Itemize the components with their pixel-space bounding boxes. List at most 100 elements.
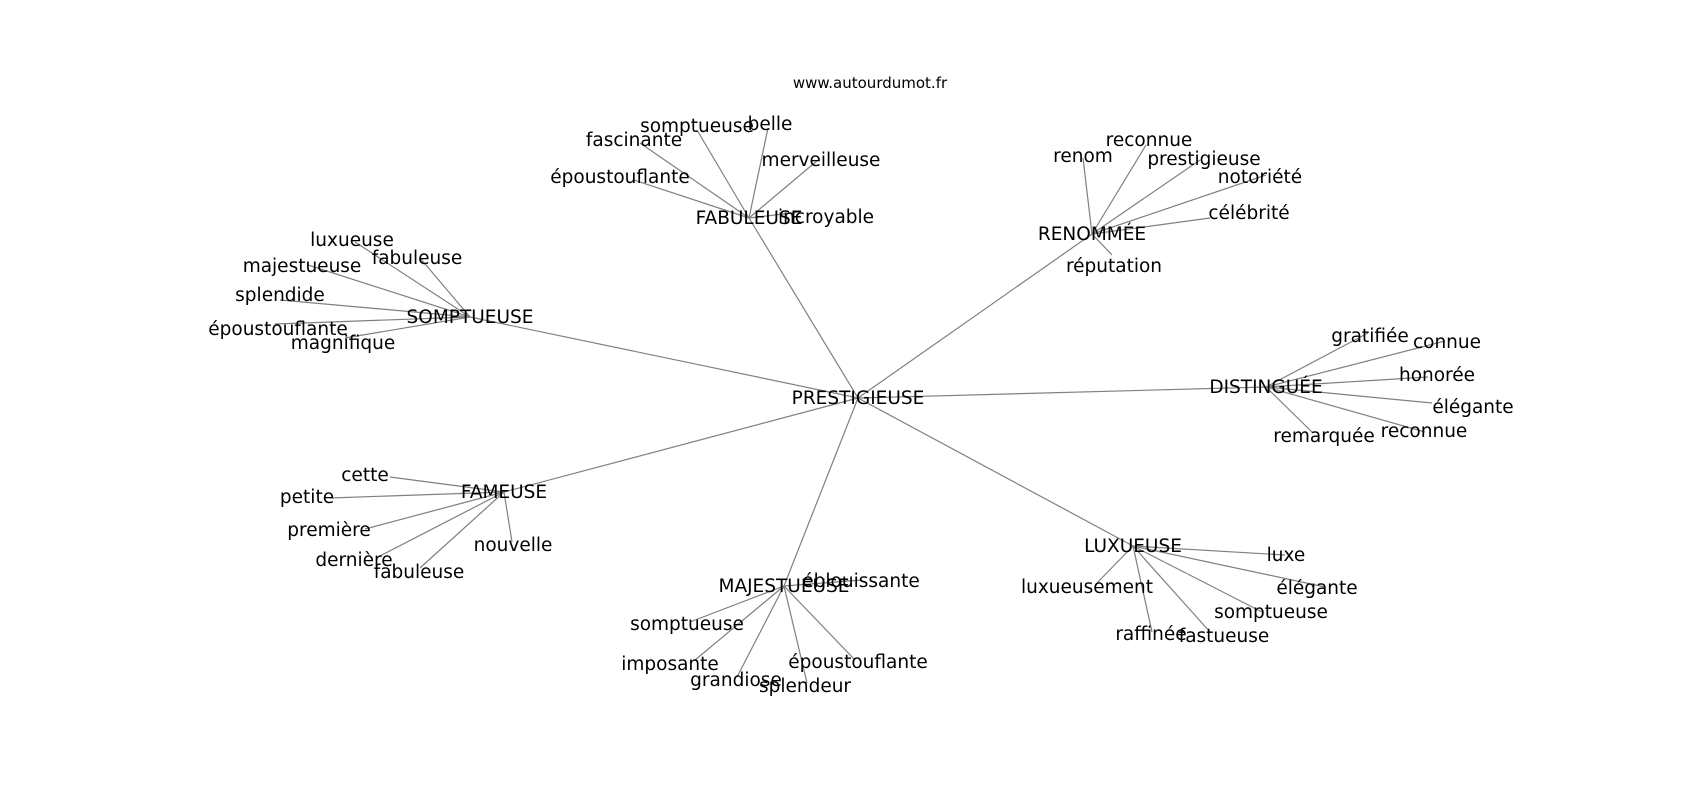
word-node-renommee-4: célébrité bbox=[1208, 203, 1289, 224]
edge-somptueuse-4 bbox=[274, 316, 471, 325]
word-node-somptueuse-3: splendide bbox=[235, 285, 325, 306]
labels-layer: PRESTIGIEUSEFABULEUSEsomptueusebellefasc… bbox=[208, 114, 1513, 697]
word-node-fameuse-3: dernière bbox=[315, 550, 392, 571]
source-caption: www.autourdumot.fr bbox=[793, 74, 948, 92]
hub-node-fameuse: FAMEUSE bbox=[461, 482, 547, 503]
edge-majestueuse-0 bbox=[783, 579, 863, 587]
edge-renommee-0 bbox=[1091, 144, 1147, 235]
word-node-fabuleuse-5: incroyable bbox=[778, 207, 874, 228]
word-node-majestueuse-2: imposante bbox=[621, 654, 719, 675]
edge-somptueuse-0 bbox=[354, 241, 471, 318]
edge-fabuleuse-3 bbox=[748, 159, 819, 219]
edge-fabuleuse-0 bbox=[696, 129, 750, 219]
edge-luxueuse-5 bbox=[1132, 545, 1211, 633]
edge-distinguee-4 bbox=[1265, 386, 1313, 433]
edge-fabuleuse-5 bbox=[748, 211, 801, 219]
edge-majestueuse-2 bbox=[694, 585, 785, 661]
edge-root-luxueuse bbox=[857, 397, 1134, 547]
hub-node-fabuleuse: FABULEUSE bbox=[696, 208, 803, 229]
edge-fameuse-0 bbox=[389, 476, 505, 493]
word-node-somptueuse-5: magnifique bbox=[291, 333, 395, 354]
edge-majestueuse-5 bbox=[783, 585, 808, 684]
word-node-renommee-1: renom bbox=[1053, 146, 1113, 167]
word-node-renommee-0: reconnue bbox=[1106, 130, 1193, 151]
word-node-fameuse-1: petite bbox=[280, 487, 334, 508]
word-node-fameuse-5: nouvelle bbox=[474, 535, 553, 556]
word-node-distinguee-0: gratifiée bbox=[1331, 326, 1409, 347]
edge-renommee-3 bbox=[1091, 174, 1267, 235]
word-node-somptueuse-1: fabuleuse bbox=[372, 248, 463, 269]
edge-fameuse-3 bbox=[379, 491, 505, 557]
edge-root-fameuse bbox=[503, 397, 859, 493]
edge-somptueuse-5 bbox=[344, 316, 471, 339]
edge-fameuse-1 bbox=[329, 491, 505, 499]
word-node-luxueuse-3: somptueuse bbox=[1214, 602, 1328, 623]
edge-distinguee-2 bbox=[1265, 376, 1429, 388]
word-node-renommee-2: prestigieuse bbox=[1147, 149, 1260, 170]
edge-somptueuse-3 bbox=[279, 299, 471, 318]
edge-luxueuse-3 bbox=[1132, 545, 1263, 613]
hub-node-luxueuse: LUXUEUSE bbox=[1084, 536, 1182, 557]
hub-node-distinguee: DISTINGUÉE bbox=[1209, 376, 1322, 398]
edge-luxueuse-2 bbox=[1132, 545, 1326, 588]
word-node-renommee-3: notoriété bbox=[1218, 167, 1302, 188]
edge-root-majestueuse bbox=[783, 397, 859, 587]
edge-somptueuse-1 bbox=[419, 257, 471, 318]
edge-renommee-2 bbox=[1091, 159, 1201, 235]
word-node-somptueuse-0: luxueuse bbox=[310, 230, 394, 251]
edge-somptueuse-2 bbox=[307, 264, 471, 318]
edge-distinguee-0 bbox=[1265, 332, 1369, 388]
word-node-somptueuse-4: époustouflante bbox=[208, 319, 347, 340]
word-node-fabuleuse-4: époustouflante bbox=[550, 167, 689, 188]
word-node-luxueuse-2: élégante bbox=[1276, 578, 1357, 599]
word-node-distinguee-3: élégante bbox=[1432, 397, 1513, 418]
edge-majestueuse-1 bbox=[689, 585, 785, 623]
edge-luxueuse-4 bbox=[1132, 545, 1153, 633]
word-node-fameuse-4: fabuleuse bbox=[374, 562, 465, 583]
hub-node-majestueuse: MAJESTUEUSE bbox=[718, 576, 849, 597]
edge-root-somptueuse bbox=[469, 316, 859, 399]
edge-luxueuse-0 bbox=[1132, 545, 1286, 556]
edge-renommee-1 bbox=[1082, 157, 1093, 235]
word-node-majestueuse-1: somptueuse bbox=[630, 614, 744, 635]
word-node-fameuse-2: première bbox=[287, 520, 370, 541]
word-node-fabuleuse-3: merveilleuse bbox=[762, 150, 881, 171]
edge-distinguee-3 bbox=[1265, 386, 1433, 404]
edge-renommee-5 bbox=[1091, 233, 1113, 256]
edge-distinguee-1 bbox=[1265, 340, 1446, 388]
word-node-renommee-5: réputation bbox=[1066, 256, 1162, 277]
edge-fabuleuse-1 bbox=[748, 127, 769, 219]
word-node-majestueuse-3: époustouflante bbox=[788, 652, 927, 673]
word-node-majestueuse-4: grandiose bbox=[690, 670, 782, 691]
edge-luxueuse-1 bbox=[1094, 545, 1134, 586]
word-node-distinguee-2: honorée bbox=[1399, 365, 1475, 386]
word-node-distinguee-1: connue bbox=[1413, 332, 1481, 353]
edge-root-fabuleuse bbox=[748, 217, 859, 399]
word-node-fabuleuse-2: fascinante bbox=[586, 130, 682, 151]
edge-fabuleuse-2 bbox=[639, 142, 750, 219]
word-node-majestueuse-0: éblouissante bbox=[802, 571, 919, 592]
edge-distinguee-5 bbox=[1265, 386, 1426, 433]
root-node-label: PRESTIGIEUSE bbox=[792, 388, 925, 409]
hub-node-renommee: RENOMMÉE bbox=[1038, 223, 1146, 245]
hub-node-somptueuse: SOMPTUEUSE bbox=[407, 307, 534, 328]
word-node-luxueuse-4: raffinée bbox=[1115, 624, 1186, 645]
word-node-luxueuse-1: luxueusement bbox=[1021, 577, 1153, 598]
edge-fameuse-2 bbox=[364, 491, 505, 530]
word-node-distinguee-5: reconnue bbox=[1381, 421, 1468, 442]
word-node-somptueuse-2: majestueuse bbox=[243, 256, 362, 277]
edge-fabuleuse-4 bbox=[633, 179, 750, 219]
word-node-distinguee-4: remarquée bbox=[1273, 426, 1374, 447]
edge-root-renommee bbox=[857, 233, 1093, 399]
edge-majestueuse-4 bbox=[736, 585, 785, 678]
word-node-fabuleuse-0: somptueuse bbox=[640, 116, 754, 137]
edges-layer bbox=[274, 127, 1446, 684]
word-node-luxueuse-5: fastueuse bbox=[1179, 626, 1270, 647]
edge-majestueuse-3 bbox=[783, 585, 856, 661]
word-node-majestueuse-5: splendeur bbox=[759, 676, 851, 697]
edge-root-distinguee bbox=[857, 386, 1267, 399]
edge-fameuse-4 bbox=[419, 491, 505, 569]
edge-fameuse-5 bbox=[503, 491, 513, 543]
word-node-fabuleuse-1: belle bbox=[748, 114, 793, 135]
